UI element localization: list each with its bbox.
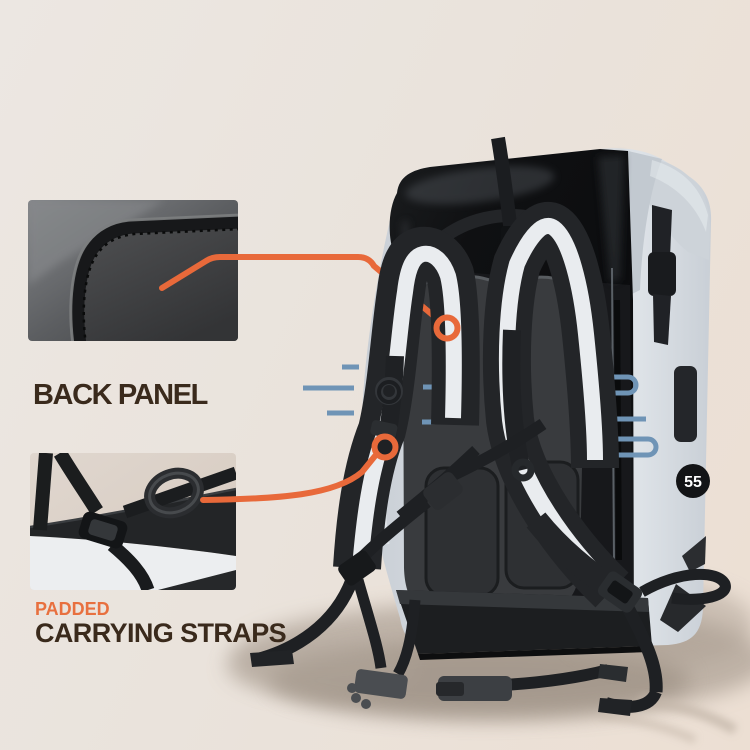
svg-text:55: 55 <box>684 474 702 491</box>
